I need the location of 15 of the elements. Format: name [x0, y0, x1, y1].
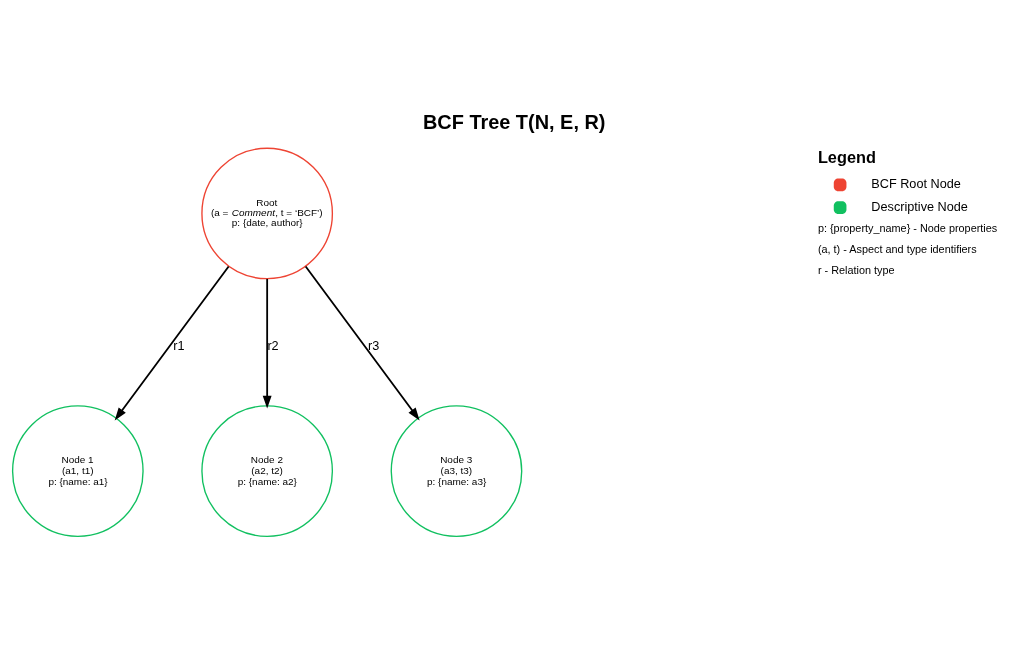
node-circle: Root (a = Comment, t = ‘BCF’) p: {date, author}	[201, 147, 334, 280]
label: r - Relation type	[817, 263, 895, 276]
legend-label: Descriptive Node	[871, 199, 968, 214]
edge-label: r1	[173, 338, 185, 353]
label: p: {property_name} - Node properties	[817, 222, 998, 235]
label: (a, t) - Aspect and type identifiers	[817, 242, 977, 255]
arrow	[114, 265, 230, 421]
edge-label: r2	[267, 338, 279, 353]
diagram-title: BCF Tree T(N, E, R)	[422, 111, 606, 134]
arrow	[304, 265, 420, 421]
edge-label: r3	[367, 338, 380, 353]
label: Legend	[817, 148, 876, 167]
node-circle: Node 2 (a2, t2) p: {name: a2}	[201, 405, 334, 538]
legend-label: BCF Root Node	[871, 177, 961, 192]
arrow	[262, 278, 272, 409]
